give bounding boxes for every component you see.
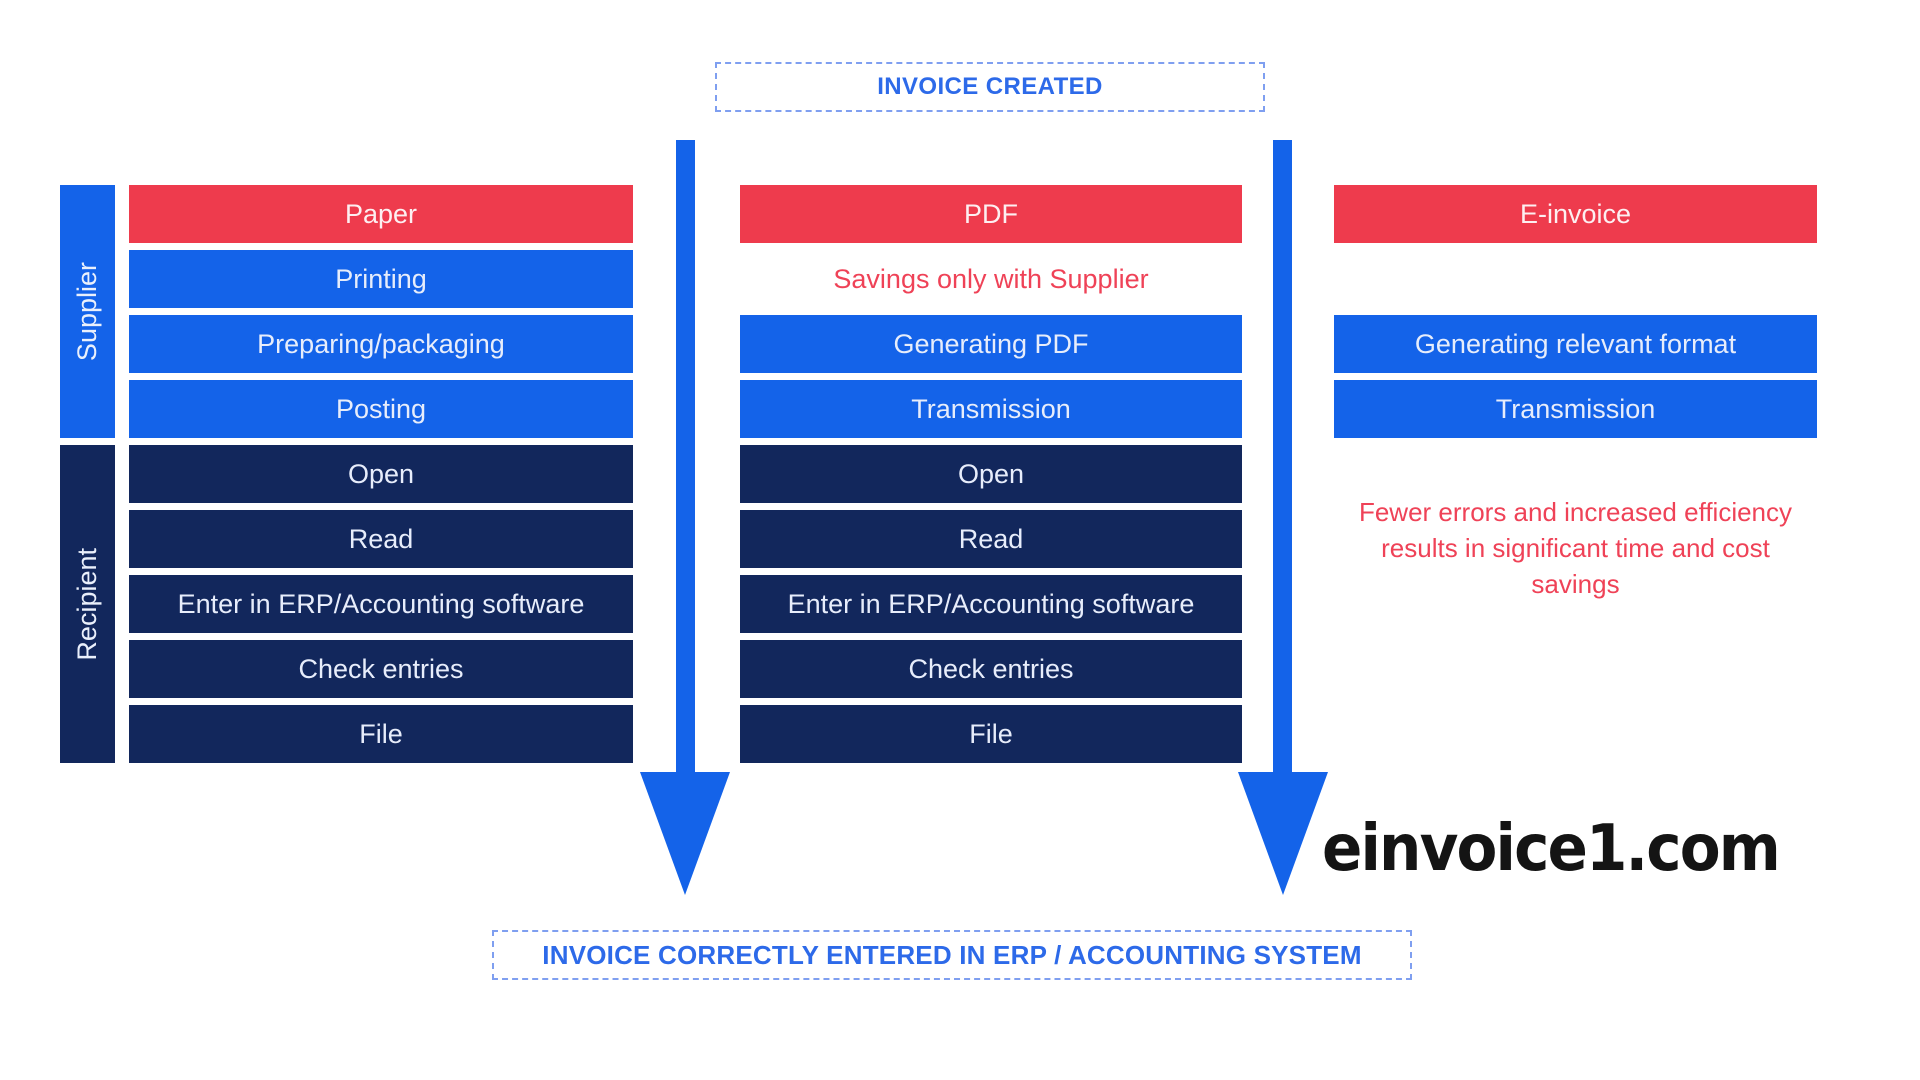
step-bar: Generating PDF: [740, 315, 1242, 373]
spacer: [1334, 250, 1817, 308]
step-bar: Printing: [129, 250, 633, 308]
step-bar: Preparing/packaging: [129, 315, 633, 373]
step-bar: Open: [740, 445, 1242, 503]
step-bar: File: [740, 705, 1242, 763]
column-paper-header: Paper: [129, 185, 633, 243]
einvoice-benefits-note: Fewer errors and increased efficiency re…: [1358, 497, 1793, 599]
step-bar: Enter in ERP/Accounting software: [129, 575, 633, 633]
step-bar: Check entries: [740, 640, 1242, 698]
step-bar: Transmission: [1334, 380, 1817, 438]
supplier-side-label: Supplier: [60, 185, 115, 438]
step-bar: Posting: [129, 380, 633, 438]
step-bar: File: [129, 705, 633, 763]
column-einvoice: E-invoice Generating relevant format Tra…: [1334, 185, 1817, 603]
flow-arrow-left-shaft: [676, 140, 695, 778]
column-einvoice-header: E-invoice: [1334, 185, 1817, 243]
pdf-savings-note: Savings only with Supplier: [833, 263, 1149, 294]
step-bar: Transmission: [740, 380, 1242, 438]
invoice-created-box: INVOICE CREATED: [715, 62, 1265, 112]
column-paper: Paper Printing Preparing/packaging Posti…: [129, 185, 633, 763]
step-bar: Open: [129, 445, 633, 503]
step-bar: Read: [129, 510, 633, 568]
step-bar: Read: [740, 510, 1242, 568]
step-bar: Generating relevant format: [1334, 315, 1817, 373]
flow-arrow-left-head: [640, 772, 730, 895]
flow-arrow-right-shaft: [1273, 140, 1292, 778]
column-pdf: PDF Savings only with Supplier Generatin…: [740, 185, 1242, 763]
invoice-created-label: INVOICE CREATED: [877, 73, 1103, 100]
column-pdf-header: PDF: [740, 185, 1242, 243]
step-bar: Check entries: [129, 640, 633, 698]
step-bar: Enter in ERP/Accounting software: [740, 575, 1242, 633]
site-watermark: einvoice1.com: [1322, 812, 1781, 886]
flow-arrow-right-head: [1238, 772, 1328, 895]
recipient-side-label: Recipient: [60, 445, 115, 763]
invoice-entered-label: INVOICE CORRECTLY ENTERED IN ERP / ACCOU…: [542, 939, 1362, 970]
invoice-entered-box: INVOICE CORRECTLY ENTERED IN ERP / ACCOU…: [492, 930, 1412, 980]
